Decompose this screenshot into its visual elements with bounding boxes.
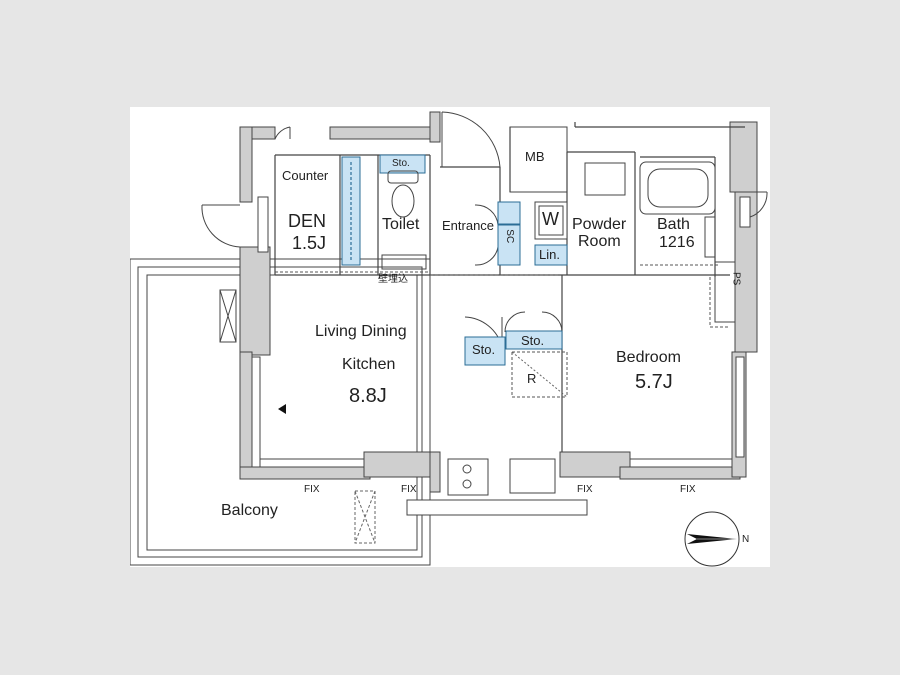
ldk-label-1: Living Dining <box>315 323 407 340</box>
meter-box-label: MB <box>525 149 545 164</box>
bedroom-label: Bedroom <box>616 349 681 366</box>
windows <box>251 196 751 468</box>
bedroom-size: 5.7J <box>635 371 673 393</box>
toilet-label: Toilet <box>382 216 420 233</box>
ldk-label-2: Kitchen <box>342 356 396 373</box>
wall-recess-label: 壁埋込 <box>378 274 408 285</box>
storage-1-label: Sto. <box>472 342 496 357</box>
storage-units <box>341 154 568 366</box>
washer-label: W <box>542 209 559 229</box>
toilet-fixture <box>381 170 427 270</box>
balcony-area <box>130 258 431 566</box>
bath-size: 1216 <box>659 234 695 251</box>
entrance-label: Entrance <box>442 218 495 233</box>
pipe-space-box <box>714 261 736 323</box>
dashed-lines <box>275 264 730 398</box>
balcony-side-panel <box>219 289 237 343</box>
balcony-drain <box>354 490 376 544</box>
fix-label-1: FIX <box>304 484 320 495</box>
floor-plan: Counter DEN 1.5J Sto. Toilet 壁埋込 Entranc… <box>130 107 770 567</box>
counter-label: Counter <box>282 168 329 183</box>
bath-label: Bath <box>657 216 690 233</box>
powder-room-label-1: Powder <box>572 216 627 233</box>
pipe-space-label: PS <box>730 272 742 286</box>
compass-north-label: N <box>742 534 750 545</box>
dining-marker <box>278 404 286 414</box>
powder-sink <box>584 162 626 196</box>
shoe-closet-label: SC <box>504 229 516 244</box>
compass <box>684 511 740 567</box>
ldk-size: 8.8J <box>349 385 387 407</box>
kitchen-sink <box>509 458 556 494</box>
den-label: DEN <box>288 211 327 231</box>
linen-label: Lin. <box>539 247 560 262</box>
floor-plan-drawing <box>130 111 768 567</box>
den-size: 1.5J <box>292 233 327 253</box>
kitchen-stove <box>447 458 489 496</box>
meter-box <box>509 126 568 193</box>
refrigerator-space <box>511 351 568 398</box>
fix-label-3: FIX <box>577 484 593 495</box>
washer-box <box>534 201 568 240</box>
kitchen-counter-ledge <box>406 499 588 516</box>
outer-walls <box>239 111 758 493</box>
fix-label-4: FIX <box>680 484 696 495</box>
storage-2-label: Sto. <box>521 333 545 348</box>
balcony-label: Balcony <box>221 502 278 519</box>
bathtub <box>639 161 716 258</box>
powder-room-label-2: Room <box>578 233 621 250</box>
refrigerator-label: R <box>527 371 537 386</box>
fix-label-2: FIX <box>401 484 417 495</box>
toilet-storage-label: Sto. <box>392 158 410 169</box>
